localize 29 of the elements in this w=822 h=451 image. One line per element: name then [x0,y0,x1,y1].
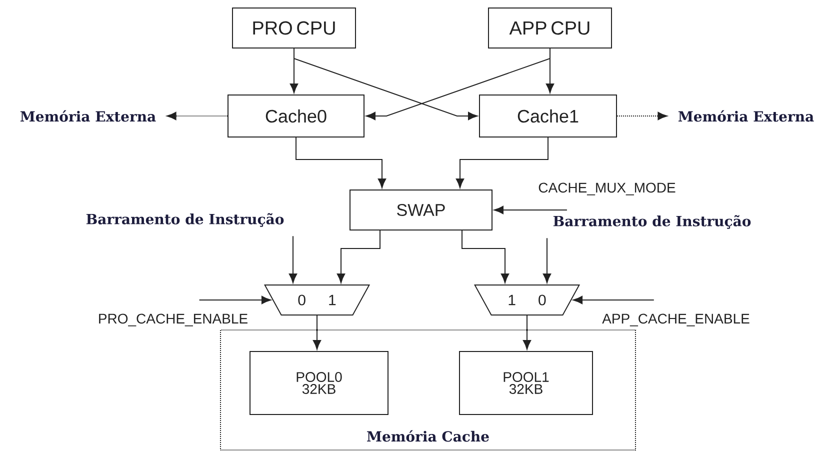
arrow [494,206,568,214]
pool-box: POOL0 32KB [250,351,388,415]
arrow [296,137,386,188]
cache-box: Cache1 [479,94,617,138]
arrow [572,296,654,304]
arrow [336,230,380,284]
pool-box: POOL1 32KB [459,351,593,415]
signal-label: CACHE_MUX_MODE [538,182,676,196]
arrow [312,315,322,350]
arrow [456,137,548,188]
arrow [366,48,550,120]
swap-box: SWAP [350,190,492,230]
signal-label: PRO_CACHE_ENABLE [99,314,248,326]
memory-label: Memória Externa [678,110,814,122]
cpu-box: PRO CPU [232,8,356,48]
memory-label: Memória Externa [20,110,156,122]
arrow [616,112,668,120]
bus-label: Barramento de Instrução [553,215,751,229]
arrow [294,48,478,120]
signal-label: APP_CACHE_ENABLE [602,314,750,326]
cache-box: Cache0 [228,94,364,138]
arrow [288,236,298,284]
cpu-box: APP CPU [488,8,612,48]
arrow [166,112,228,120]
arrow [542,238,552,284]
arrow [522,315,532,350]
arrow [462,230,510,284]
bus-label: Barramento de Instrução [86,213,284,227]
arrow [198,296,272,304]
